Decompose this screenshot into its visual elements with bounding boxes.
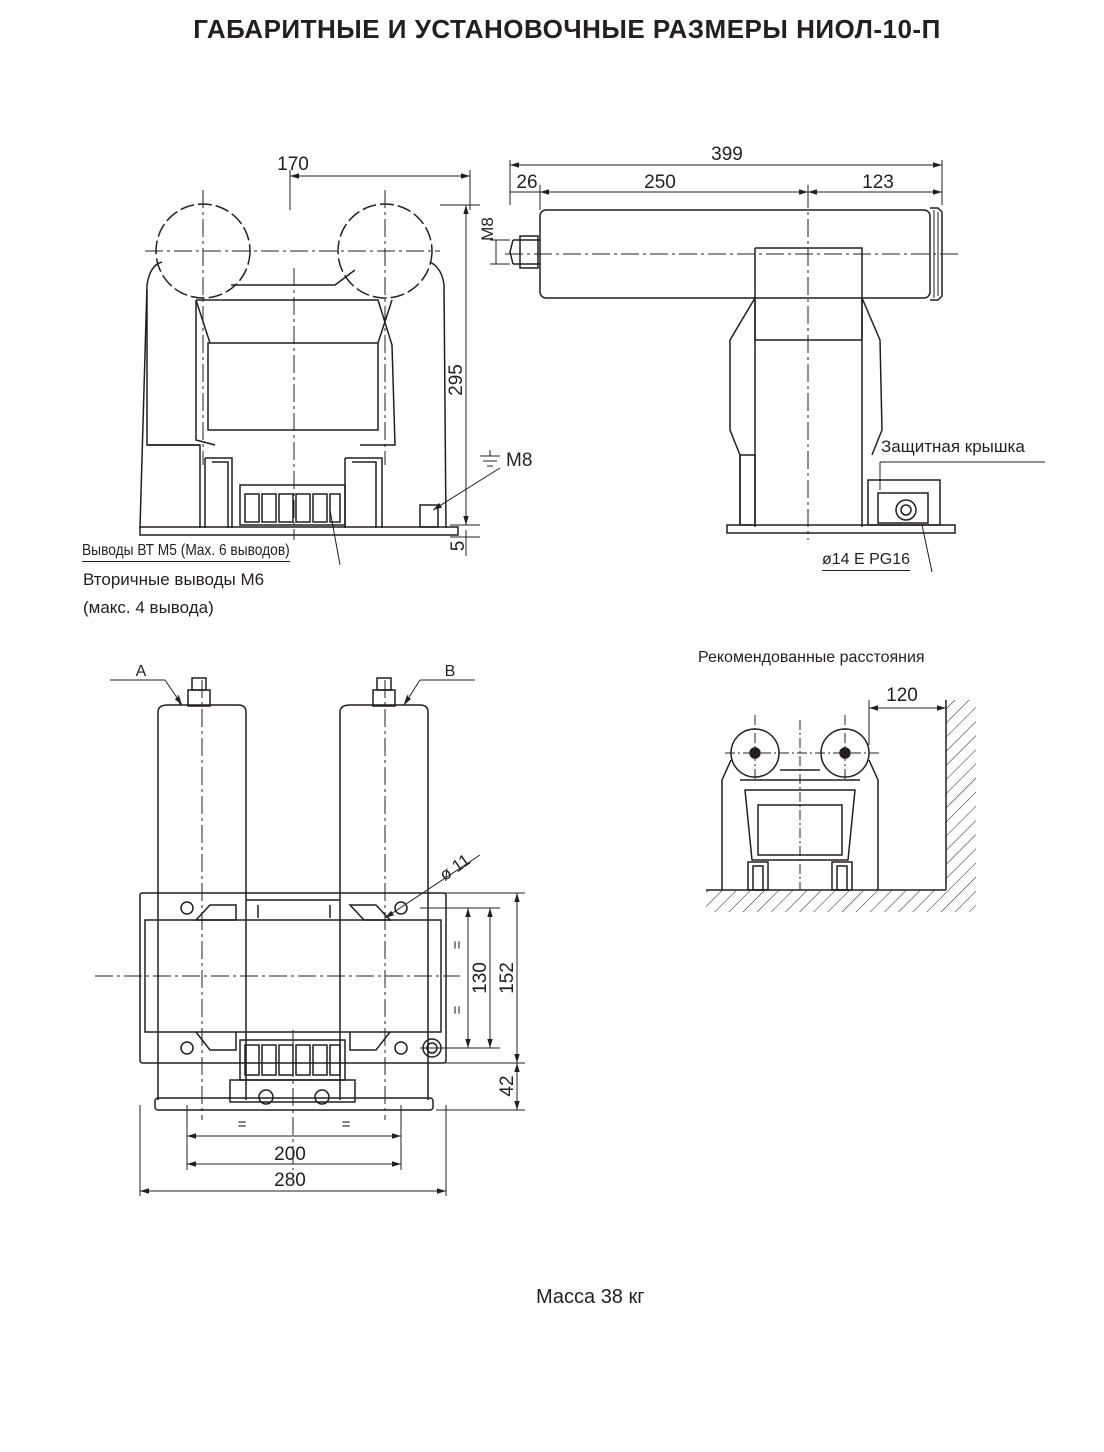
label-secondary-outputs: Вторичные выводы М6 [83, 570, 265, 589]
eq-left: = [238, 1116, 247, 1133]
top-view [95, 677, 525, 1196]
mass-label: Масса 38 кг [536, 1286, 645, 1308]
dim-200: 200 [274, 1144, 306, 1165]
dim-123: 123 [862, 172, 894, 193]
label-secondary-note: (макс. 4 вывода) [83, 598, 214, 617]
page-title: ГАБАРИТНЫЕ И УСТАНОВОЧНЫЕ РАЗМЕРЫ НИОЛ-1… [193, 14, 941, 44]
side-view [490, 160, 1045, 573]
dim-26: 26 [516, 172, 537, 193]
dim-280: 280 [274, 1170, 306, 1191]
clearance-view [706, 700, 976, 912]
label-gland: ø14 E PG16 [822, 551, 911, 571]
eq-top: = [449, 940, 466, 949]
eq-bottom: = [449, 1005, 466, 1014]
dim-399: 399 [711, 144, 743, 165]
dim-295: 295 [446, 364, 467, 396]
dim-120: 120 [886, 685, 918, 706]
front-view [139, 170, 501, 566]
dim-250: 250 [644, 172, 676, 193]
dim-130: 130 [470, 962, 491, 994]
dim-170: 170 [277, 154, 309, 175]
label-bt-outputs: Выводы ВТ М5 (Max. 6 выводов) [82, 542, 290, 562]
dim-5: 5 [448, 541, 469, 552]
dim-152: 152 [497, 962, 518, 994]
clearance-title: Рекомендованные расстояния [698, 649, 925, 666]
label-a: A [136, 663, 147, 680]
eq-right: = [342, 1116, 351, 1133]
dim-42: 42 [497, 1075, 518, 1096]
label-b: B [445, 663, 456, 680]
dim-hole: ø 11 [436, 850, 474, 884]
label-protective-cover: Защитная крышка [881, 437, 1025, 456]
side-m8-label: M8 [478, 217, 497, 241]
ground-label: M8 [506, 450, 532, 471]
